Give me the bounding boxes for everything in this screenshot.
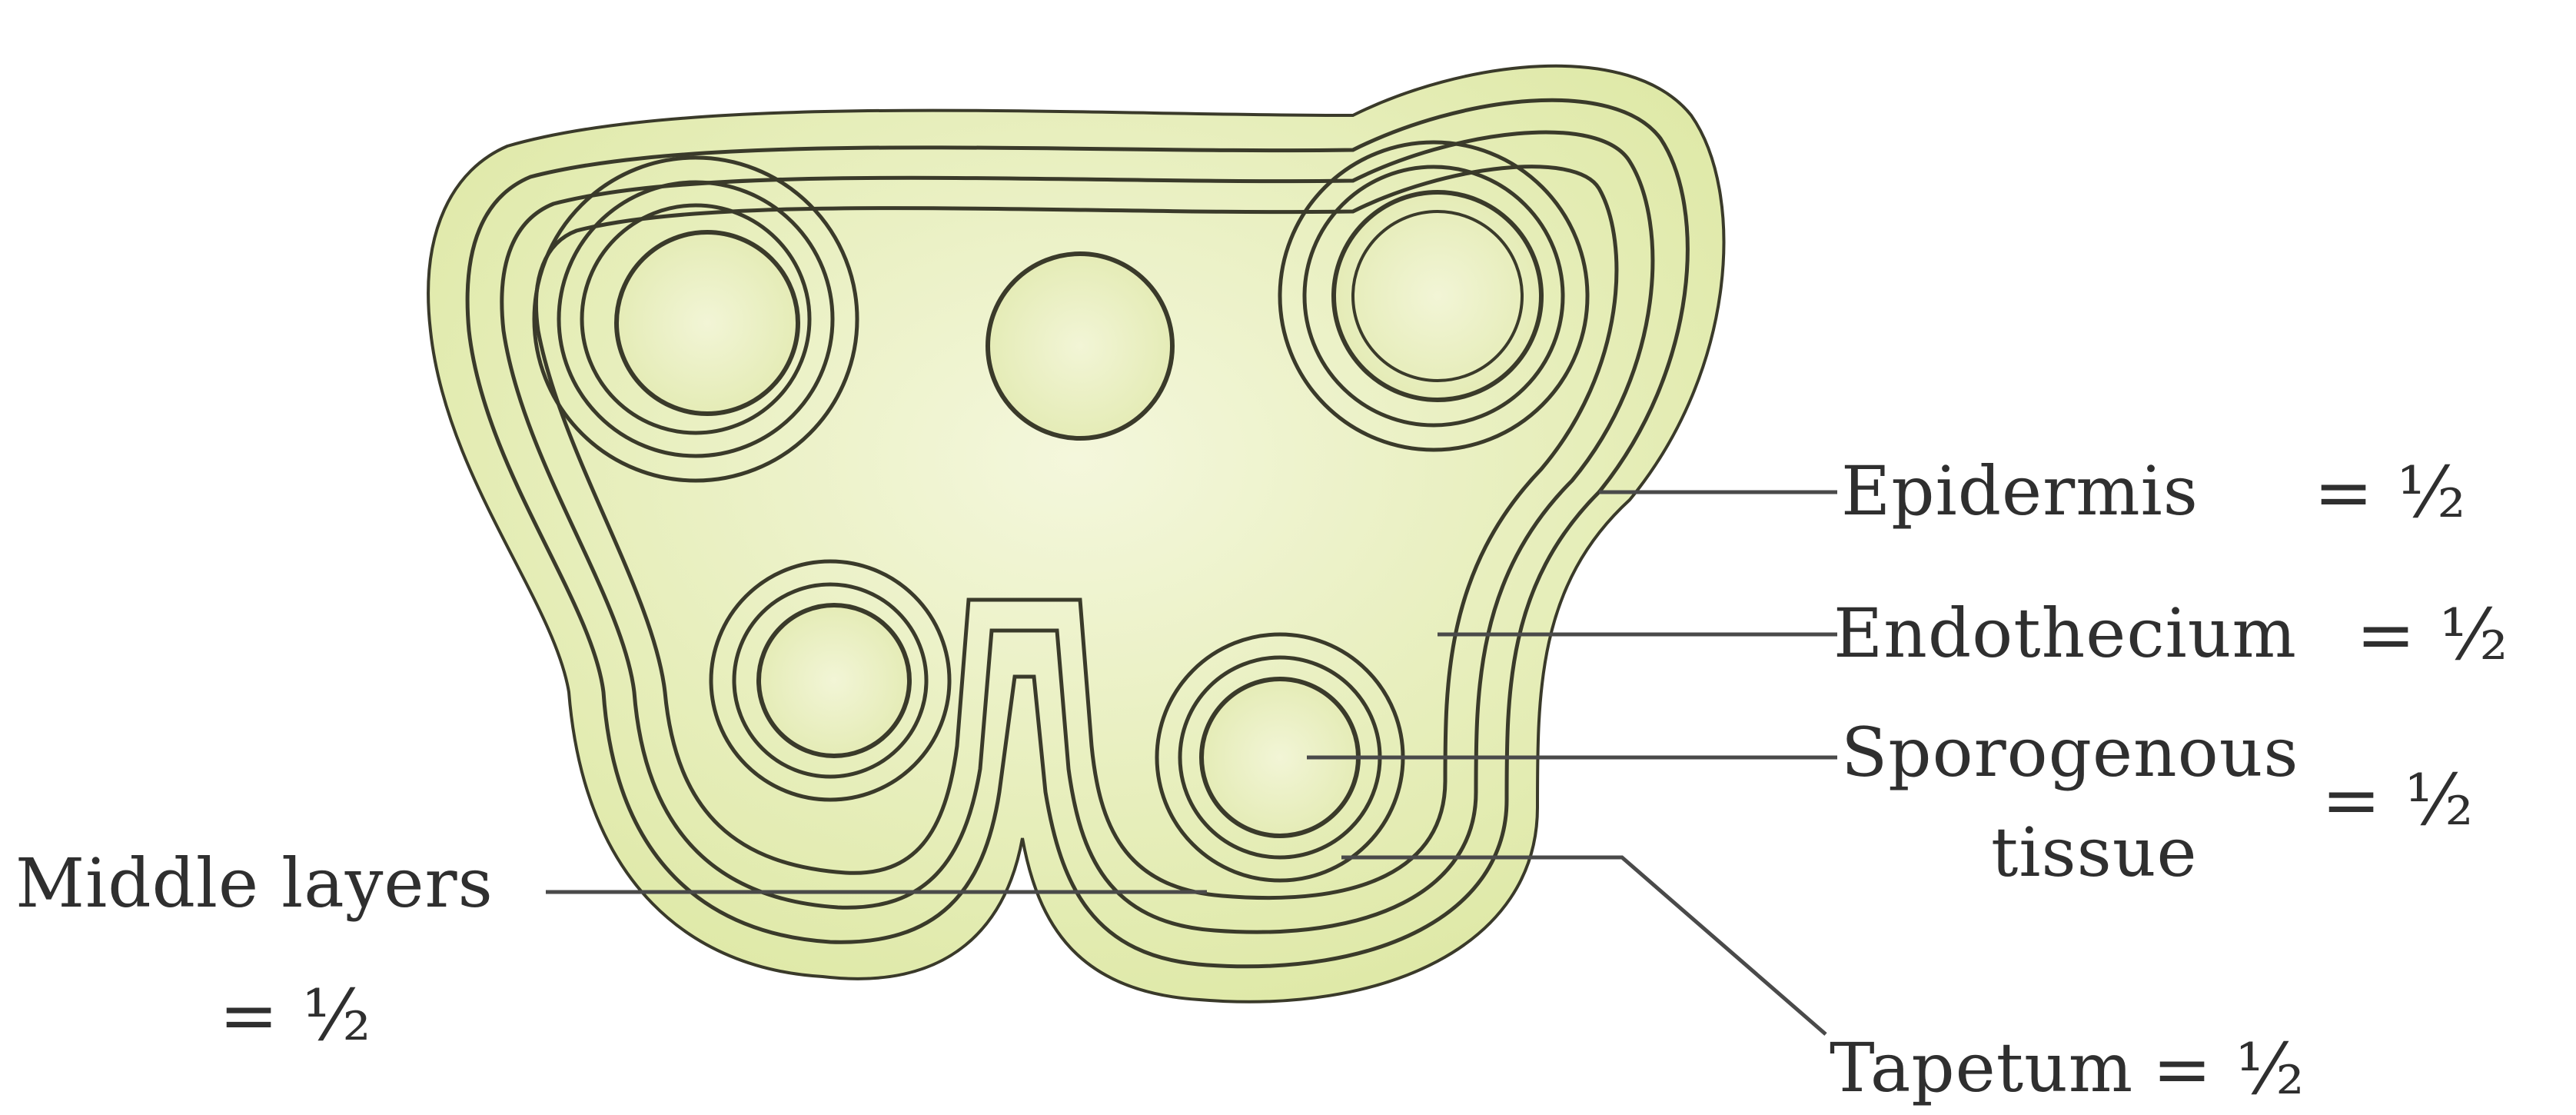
sporogenous-mark: = ½ (2322, 765, 2475, 836)
tapetum-label: Tapetum (1830, 1034, 2133, 1102)
epidermis-label: Epidermis (1841, 458, 2199, 525)
connective-vascular-bundle (988, 254, 1172, 438)
tapetum-mark: = ½ (2152, 1034, 2305, 1105)
epidermis-mark: = ½ (2314, 458, 2467, 528)
sporogenous-label-line1: Sporogenous (1841, 719, 2299, 787)
endothecium-label: Endothecium (1833, 600, 2297, 667)
microsporangium-top-left (534, 158, 857, 481)
middle-layers-label: Middle layers (15, 850, 494, 917)
endothecium-mark: = ½ (2356, 600, 2509, 671)
sporogenous-label-line2: tissue (1991, 819, 2198, 887)
middle-layers-mark: = ½ (219, 980, 372, 1051)
